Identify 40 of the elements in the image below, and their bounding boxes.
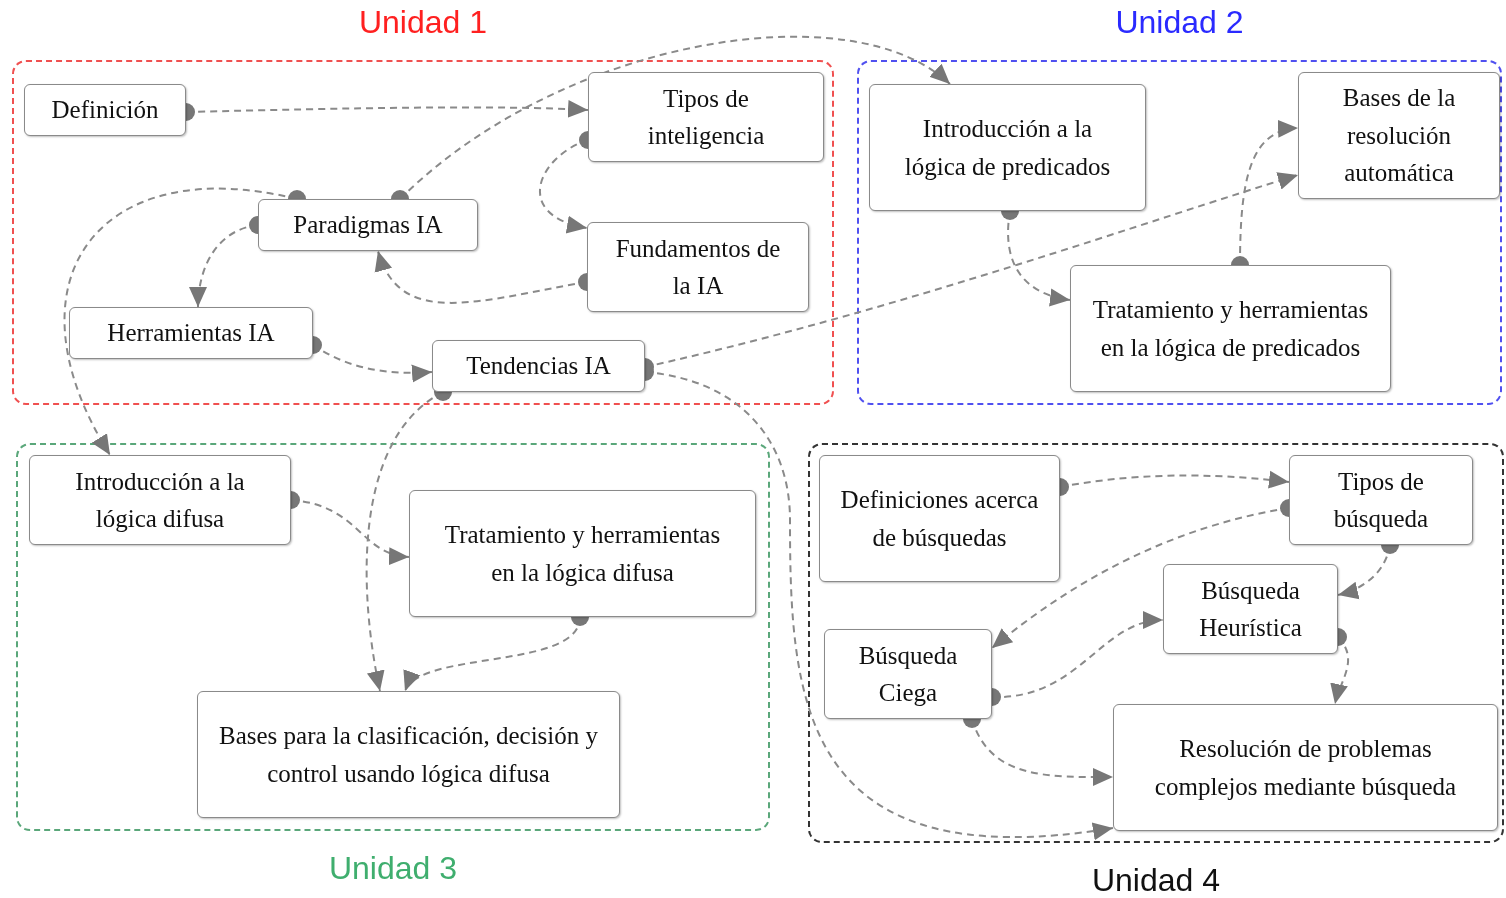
topic-box	[69, 307, 313, 359]
topic-text: Bases para la clasificación, decisión y control usando lógica difusa	[218, 721, 599, 789]
topic-text: Fundamentos de la IA	[614, 233, 782, 301]
topic-box	[258, 199, 478, 251]
topic-box	[1298, 72, 1500, 199]
topic-text: Tratamiento y herramientas en la lógica difusa	[443, 520, 722, 588]
dashed-arrow	[64, 187, 306, 456]
topic-box	[24, 84, 186, 136]
topic-box	[819, 455, 1060, 582]
topic-text: Tipos de búsqueda	[1332, 466, 1430, 534]
topic-box	[29, 455, 291, 545]
topic-text: Tratamiento y herramientas en la lógica de predicados	[1091, 295, 1370, 363]
unit-heading: Unidad 3	[327, 850, 459, 887]
topic-text: Introducción a la lógica difusa	[74, 466, 246, 534]
unit-heading: Unidad 4	[1090, 862, 1222, 898]
topic-text: Resolución de problemas complejos mediante búsqueda	[1153, 734, 1458, 802]
topic-text: Definiciones acerca de búsquedas	[840, 485, 1039, 553]
topic-text: Búsqueda Ciega	[857, 640, 959, 708]
topic-box	[432, 340, 645, 392]
topic-box	[409, 490, 756, 617]
topic-box	[1289, 455, 1473, 545]
dashed-arrow	[1329, 628, 1350, 705]
topic-text: Introducción a la lógica de predicados	[903, 114, 1112, 182]
topic-box	[869, 84, 1146, 211]
topic-text: Paradigmas IA	[293, 210, 443, 241]
topic-box	[587, 222, 809, 312]
topic-box	[1113, 704, 1498, 831]
topic-text: Búsqueda Heurística	[1198, 575, 1303, 643]
topic-box	[824, 629, 992, 719]
topic-text: Herramientas IA	[107, 318, 275, 349]
unit-heading: Unidad 2	[1114, 4, 1245, 41]
topic-box	[197, 691, 620, 818]
topic-box	[1070, 265, 1391, 392]
topic-text: Tendencias IA	[466, 351, 611, 382]
unit-heading: Unidad 1	[357, 4, 489, 41]
topic-box	[588, 72, 824, 162]
topic-text: Bases de la resolución automática	[1341, 83, 1457, 189]
topic-box	[1163, 564, 1338, 654]
topic-text: Definición	[51, 95, 159, 126]
topic-text: Tipos de inteligencia	[646, 83, 766, 151]
